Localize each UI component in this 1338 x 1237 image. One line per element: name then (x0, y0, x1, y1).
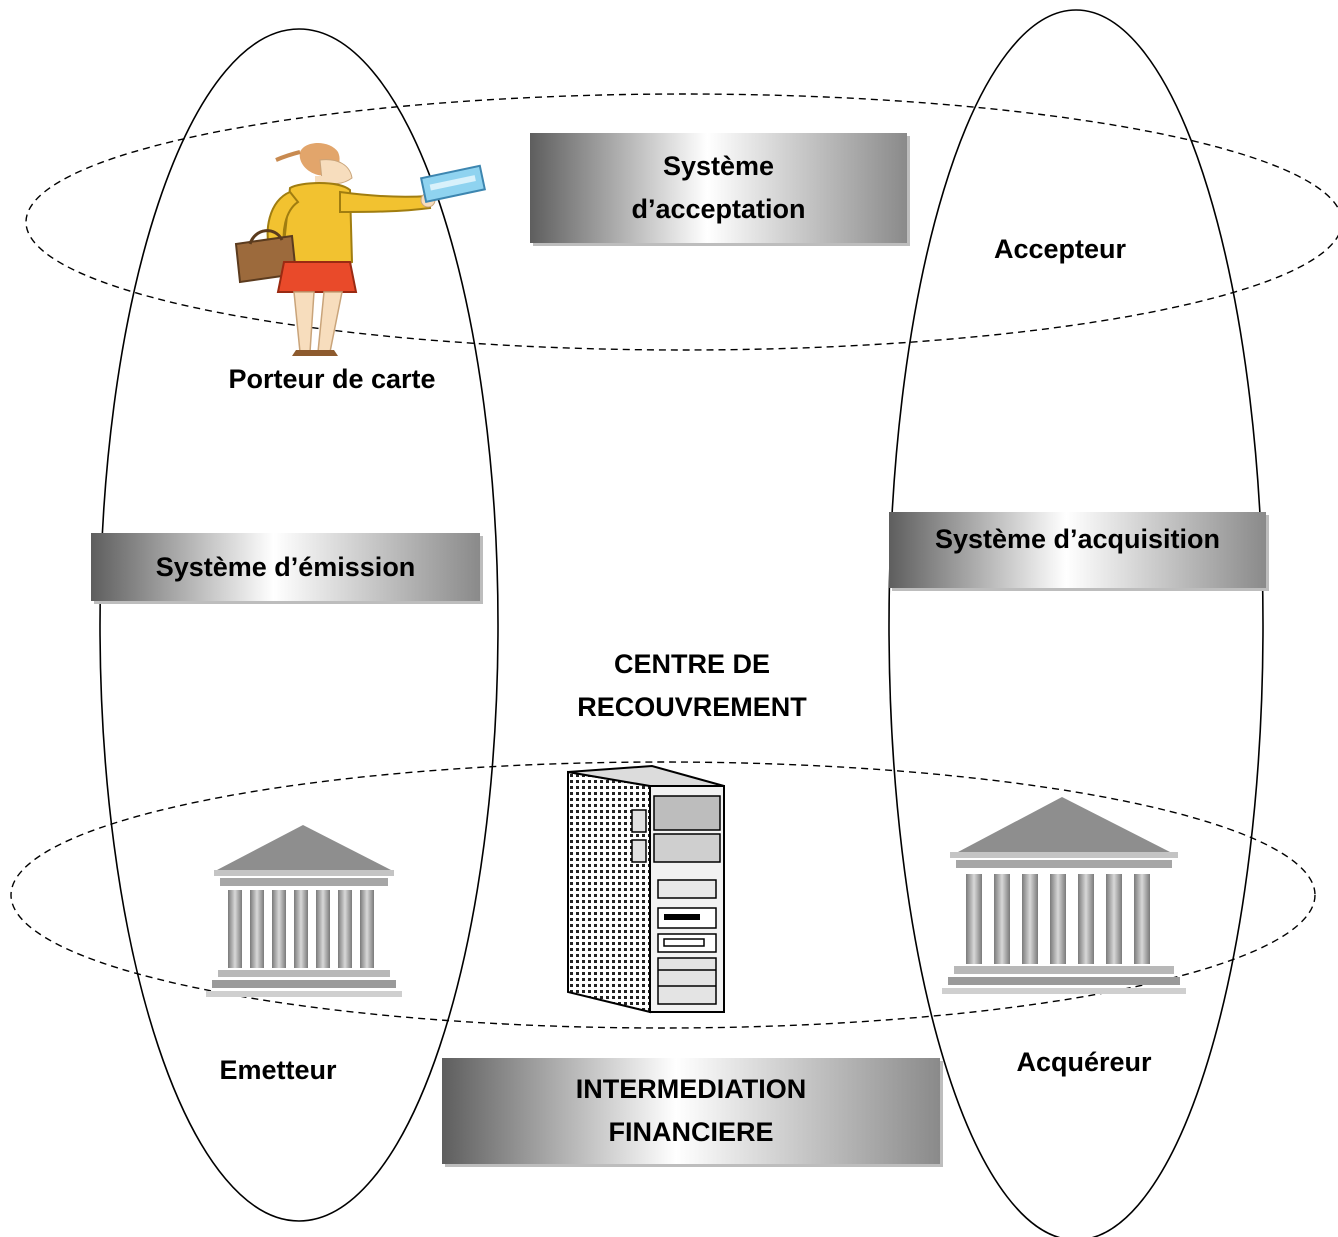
financial-intermediation-box: INTERMEDIATION FINANCIERE (442, 1058, 940, 1164)
issuing-system-label: Système d’émission (155, 551, 416, 582)
card-icon (419, 164, 487, 203)
acquisition-system-box: Système d’acquisition (889, 512, 1266, 588)
cardholder-label: Porteur de carte (228, 364, 436, 394)
acquisition-system-label: Système d’acquisition (934, 524, 1221, 554)
financial-dashed-ellipse (10, 761, 1316, 1029)
bank-building-icon (942, 797, 1186, 994)
acceptance-dashed-ellipse (25, 93, 1338, 351)
acceptor-label: Accepteur (993, 234, 1127, 264)
issuing-ellipse (99, 28, 499, 1222)
acceptance-system-box: Système d’acceptation (530, 133, 907, 243)
acceptance-system-label: Système d’acceptation (631, 151, 806, 224)
issuer-label: Emetteur (219, 1055, 337, 1085)
intermediation-label-line1: INTERMEDIATION (575, 1074, 807, 1104)
issuing-system-box: Système d’émission (91, 533, 480, 601)
woman-holding-card-icon (234, 143, 487, 356)
clearing-center-label-line1: CENTRE DE (613, 649, 770, 679)
bank-building-icon (206, 825, 402, 997)
intermediation-label-line2: FINANCIERE (608, 1117, 774, 1147)
server-tower-icon (567, 764, 725, 1014)
acquisition-ellipse (888, 9, 1264, 1237)
acquirer-label: Acquéreur (1016, 1047, 1152, 1077)
clearing-center-label-line2: RECOUVREMENT (577, 692, 807, 722)
